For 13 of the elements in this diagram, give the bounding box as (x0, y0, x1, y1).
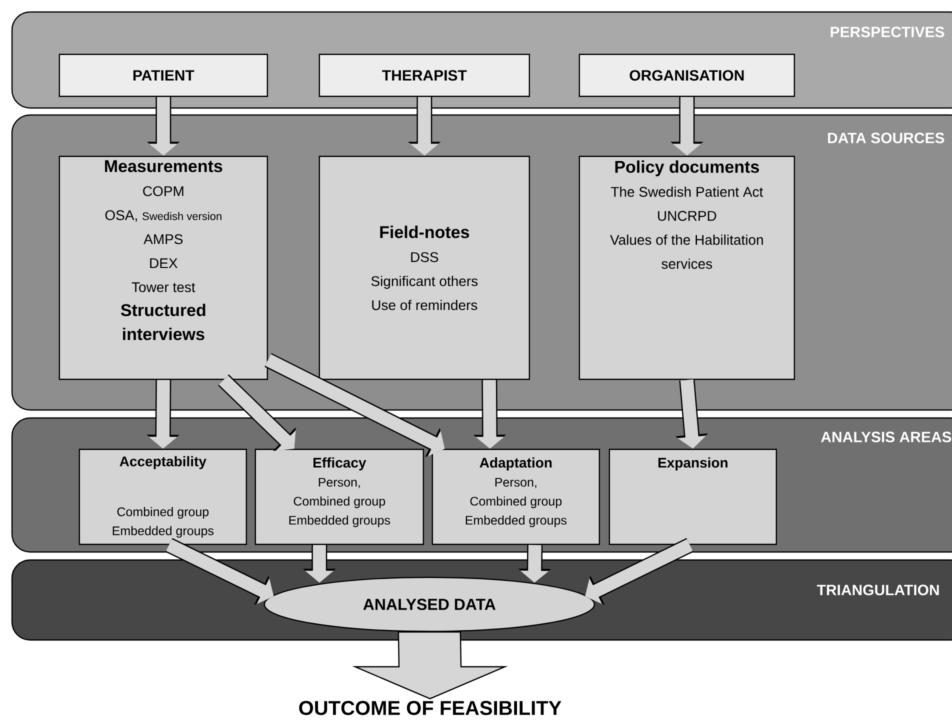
analysis-box: Expansion (608, 448, 777, 545)
block-arrow (585, 538, 694, 605)
data-source-box: Policy documents The Swedish Patient Act UNCRPD Values of the Habilitation services (578, 156, 795, 380)
perspective-box: PATIENT (58, 54, 268, 97)
analysis-box: Acceptability Combined group Embedded groups (78, 448, 247, 545)
perspective-box: ORGANISATION (578, 54, 795, 97)
data-source-box: Field-notes DSS Significant others Use of reminders (318, 156, 530, 380)
block-arrow (352, 631, 508, 700)
outcome-title: OUTCOME OF FEASIBILITY (299, 700, 562, 716)
analysis-box: Efficacy Person, Combined group Embedded groups (254, 448, 424, 545)
analysis-box: Adaptation Person, Combined group Embedded groups (432, 448, 600, 545)
data-source-box: Measurements COPM OSA, Swedish version AMPS DEX Tower test Structured interviews (58, 156, 268, 380)
perspective-box: THERAPIST (318, 54, 530, 97)
